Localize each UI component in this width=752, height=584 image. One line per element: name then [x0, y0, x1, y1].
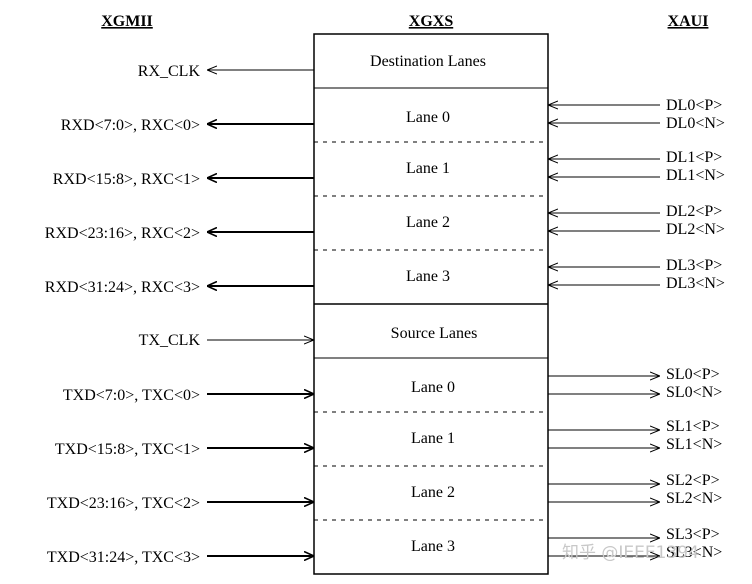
tx-bus-0-label: TXD<7:0>, TXC<0>	[63, 387, 200, 404]
rx-lane-0-label: Lane 0	[406, 109, 450, 126]
header-xgxs: XGXS	[409, 13, 454, 30]
dl2-n-label: DL2<N>	[666, 221, 725, 238]
sl1-n-label: SL1<N>	[666, 436, 722, 453]
sl0-p-label: SL0<P>	[666, 366, 720, 383]
rx-bus-2-label: RXD<23:16>, RXC<2>	[45, 225, 200, 242]
watermark: 知乎 @IEEE1394	[562, 543, 699, 563]
rx-lane-3-label: Lane 3	[406, 268, 450, 285]
dl0-n-label: DL0<N>	[666, 115, 725, 132]
sl3-p-label: SL3<P>	[666, 526, 720, 543]
dl0-p-label: DL0<P>	[666, 97, 722, 114]
tx-lane-1-label: Lane 1	[411, 430, 455, 447]
sl2-p-label: SL2<P>	[666, 472, 720, 489]
rx-bus-1-label: RXD<15:8>, RXC<1>	[53, 171, 200, 188]
header-xgmii: XGMII	[101, 13, 153, 30]
sl1-p-label: SL1<P>	[666, 418, 720, 435]
rx-bus-3-label: RXD<31:24>, RXC<3>	[45, 279, 200, 296]
dl3-p-label: DL3<P>	[666, 257, 722, 274]
destination-lanes-label: Destination Lanes	[370, 53, 486, 70]
dl3-n-label: DL3<N>	[666, 275, 725, 292]
rx-clk-label: RX_CLK	[138, 63, 201, 80]
rx-lane-1-label: Lane 1	[406, 160, 450, 177]
tx-clk-label: TX_CLK	[139, 332, 201, 349]
sl0-n-label: SL0<N>	[666, 384, 722, 401]
tx-bus-2-label: TXD<23:16>, TXC<2>	[47, 495, 200, 512]
tx-bus-3-label: TXD<31:24>, TXC<3>	[47, 549, 200, 566]
dl2-p-label: DL2<P>	[666, 203, 722, 220]
sl2-n-label: SL2<N>	[666, 490, 722, 507]
tx-lane-0-label: Lane 0	[411, 379, 455, 396]
tx-bus-1-label: TXD<15:8>, TXC<1>	[55, 441, 200, 458]
rx-bus-0-label: RXD<7:0>, RXC<0>	[61, 117, 200, 134]
tx-lane-3-label: Lane 3	[411, 538, 455, 555]
tx-lane-2-label: Lane 2	[411, 484, 455, 501]
dl1-n-label: DL1<N>	[666, 167, 725, 184]
source-lanes-label: Source Lanes	[391, 325, 478, 342]
sl3-n-label: SL3<N>	[666, 544, 722, 561]
rx-lane-2-label: Lane 2	[406, 214, 450, 231]
dl1-p-label: DL1<P>	[666, 149, 722, 166]
header-xaui: XAUI	[668, 13, 709, 30]
